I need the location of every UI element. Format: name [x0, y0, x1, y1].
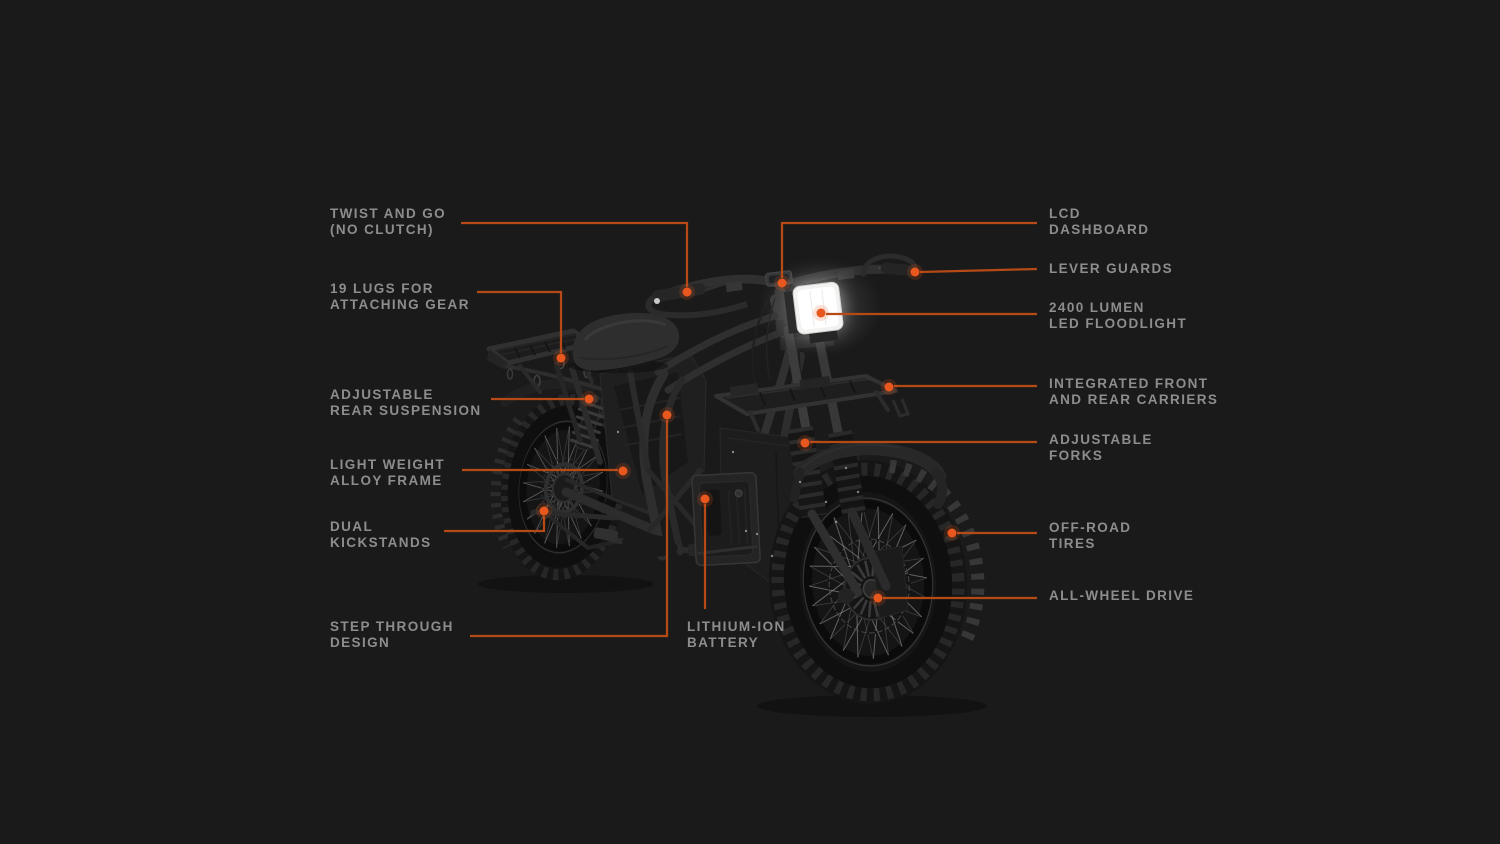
callout-dot-lcd	[777, 278, 787, 288]
callout-line-step-through	[470, 420, 669, 638]
callout-dot-floodlight	[816, 308, 826, 318]
callout-label-lugs: 19 LUGS FOR ATTACHING GEAR	[330, 281, 470, 312]
callout-dot-twist-and-go	[682, 287, 692, 297]
callout-label-step-through: STEP THROUGH DESIGN	[330, 619, 454, 650]
panel-bolts	[616, 430, 860, 558]
callout-line-lever-guards	[919, 267, 1038, 274]
callout-dot-carriers	[884, 382, 894, 392]
callout-line-lugs	[477, 290, 563, 353]
callout-dot-lugs	[556, 353, 566, 363]
callout-line-kickstands	[444, 516, 546, 533]
callout-line-twist-and-go	[461, 221, 689, 287]
rear-fender	[500, 378, 595, 407]
seat	[568, 312, 680, 373]
callout-dots	[536, 264, 960, 606]
callout-dot-tires	[947, 528, 957, 538]
callout-line-lcd	[780, 221, 1037, 278]
callout-label-floodlight: 2400 LUMEN LED FLOODLIGHT	[1049, 300, 1188, 331]
lever-guard	[645, 294, 748, 319]
callout-dot-awd	[873, 593, 883, 603]
callout-label-lever-guards: LEVER GUARDS	[1049, 261, 1174, 276]
front-carrier-rack	[714, 374, 911, 432]
callout-label-lcd: LCD DASHBOARD	[1049, 206, 1150, 237]
callout-dot-step-through	[662, 410, 672, 420]
callout-dot-lever-guards	[910, 267, 920, 277]
led-floodlight	[758, 257, 882, 357]
callout-label-rear-suspension: ADJUSTABLE REAR SUSPENSION	[330, 387, 482, 418]
brake-caliper	[838, 588, 854, 604]
callout-label-tires: OFF-ROAD TIRES	[1049, 520, 1132, 551]
callout-dot-alloy-frame	[618, 466, 628, 476]
gear-lug	[506, 368, 514, 380]
battery-box	[691, 471, 761, 567]
front-fender	[789, 442, 948, 509]
callout-label-battery: LITHIUM-ION BATTERY	[687, 619, 786, 650]
callout-label-twist-and-go: TWIST AND GO (NO CLUTCH)	[330, 206, 447, 237]
step-through-spine	[639, 369, 669, 561]
front-wheel-shadow	[757, 695, 987, 717]
callout-label-awd: ALL-WHEEL DRIVE	[1049, 588, 1195, 603]
right-grip	[880, 262, 919, 277]
callout-dot-kickstands	[539, 506, 549, 516]
callout-label-alloy-frame: LIGHT WEIGHT ALLOY FRAME	[330, 457, 446, 488]
bike	[478, 253, 987, 717]
rear-wheel-shadow	[478, 575, 654, 593]
callout-label-forks: ADJUSTABLE FORKS	[1049, 432, 1153, 463]
callout-dot-forks	[800, 438, 810, 448]
twist-throttle-grip	[652, 283, 706, 302]
callout-label-carriers: INTEGRATED FRONT AND REAR CARRIERS	[1049, 376, 1219, 407]
callout-label-kickstands: DUAL KICKSTANDS	[330, 519, 432, 550]
callout-dot-rear-suspension	[584, 394, 594, 404]
bar-end-cap	[654, 298, 660, 304]
callout-dot-battery	[700, 494, 710, 504]
callout-lines	[444, 221, 1038, 638]
